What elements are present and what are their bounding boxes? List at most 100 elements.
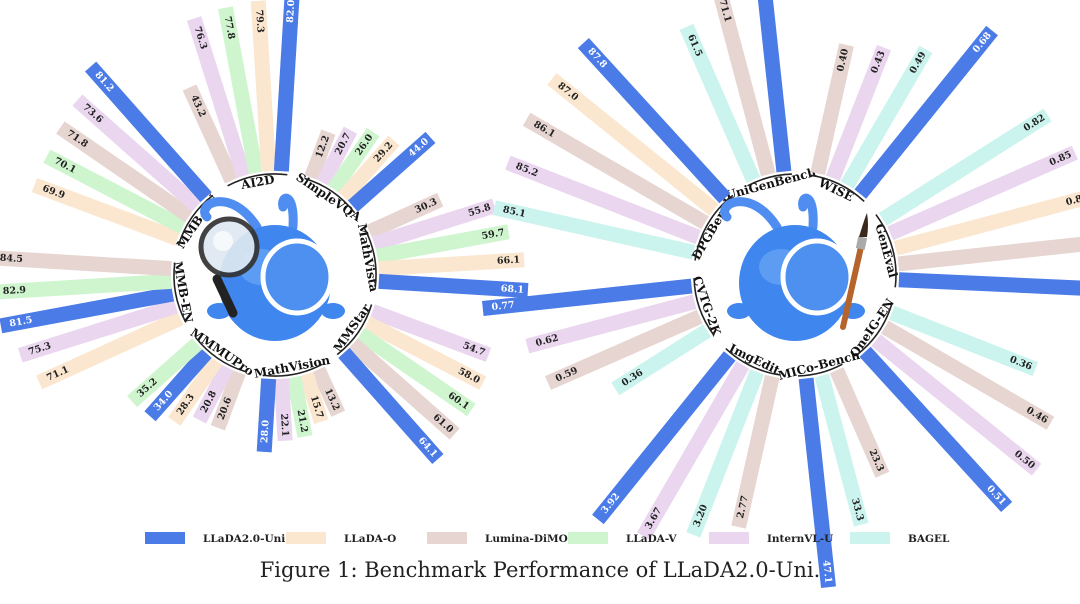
bar-value-label: 82.0 <box>285 0 297 23</box>
bar-rect <box>273 0 300 172</box>
bar-rect <box>256 378 277 453</box>
bar-geneval-llada-o: 0.86 <box>893 188 1080 256</box>
bar-geneval-llada2-0-uni: 0.89 <box>898 272 1080 297</box>
legend-item-bagel: BAGEL <box>850 532 950 545</box>
legend-swatch <box>568 532 608 544</box>
legend-label: BAGEL <box>908 533 950 545</box>
bar-value-label: 2.77 <box>735 495 751 520</box>
group-arc <box>177 194 214 246</box>
group-arc <box>194 336 246 373</box>
bar-value-label: 59.7 <box>481 227 506 242</box>
bar-rect <box>810 43 854 176</box>
bar-rect <box>72 94 203 212</box>
bar-rect <box>545 309 703 390</box>
group-arc <box>262 363 323 377</box>
bar-rect <box>304 129 336 181</box>
legend-swatch <box>286 532 326 544</box>
bar-value-label: 79.3 <box>253 9 265 33</box>
bar-mico-bench-bagel: 33.3 <box>814 373 869 527</box>
bar-mmb-en-lumina-dimoo: 84.5 <box>0 250 172 277</box>
group-arc <box>693 278 715 336</box>
bar-rect <box>871 334 1042 476</box>
bar-mmb-cn-llada-v: 70.1 <box>43 149 187 234</box>
bar-simplevqa-internvl-u: 20.7 <box>316 126 358 187</box>
bar-rect <box>43 149 187 234</box>
bar-mathvista-llada-v: 59.7 <box>375 224 510 264</box>
bar-value-label: 84.5 <box>0 253 23 265</box>
bar-rect <box>31 178 181 246</box>
bar-rect <box>525 294 697 354</box>
group-arc <box>173 262 187 323</box>
legend-label: InternVL-U <box>767 533 833 545</box>
bar-rect <box>829 367 890 478</box>
bar-unigenbench-bagel: 61.5 <box>679 23 761 183</box>
bar-value-label: 66.1 <box>497 255 521 267</box>
bar-rect <box>378 252 525 277</box>
bar-rect <box>182 84 239 184</box>
bar-value-label: 0.40 <box>835 47 851 72</box>
bar-rect <box>0 286 175 334</box>
bar-dpgbench-internvl-u: 85.2 <box>505 155 701 245</box>
bar-oneig-en-bagel: 0.36 <box>889 305 1039 377</box>
bar-value-label: 68.1 <box>500 283 524 295</box>
bar-rect <box>854 25 998 199</box>
bar-rect <box>881 320 1055 430</box>
group-arc <box>856 304 893 356</box>
bar-rect <box>887 145 1078 241</box>
bar-rect <box>210 369 246 431</box>
bar-rect <box>338 347 444 465</box>
group-arc <box>798 363 843 377</box>
bar-mico-bench-llada2-0-uni: 47.1 <box>798 377 836 589</box>
bar-rect <box>505 155 701 245</box>
bar-rect <box>192 363 234 424</box>
bar-mathvista-llada-o: 66.1 <box>378 252 525 277</box>
legend-label: LLaDA2.0-Uni <box>203 533 285 545</box>
bar-rect <box>481 278 693 316</box>
bar-mathvision-llada2-0-uni: 28.0 <box>256 378 277 453</box>
bar-rect <box>366 192 444 239</box>
bar-rect <box>316 126 358 187</box>
bar-mmb-en-llada2-0-uni: 81.5 <box>0 286 175 334</box>
bar-rect <box>878 108 1052 226</box>
bar-value-label: 22.1 <box>278 413 290 437</box>
bar-ai2d-llada-v: 77.8 <box>218 6 264 175</box>
bar-mmb-en-llada-o: 71.1 <box>36 311 184 390</box>
bar-mmb-en-llada-v: 82.9 <box>0 273 172 300</box>
mascot-illustration <box>720 193 868 341</box>
bar-ai2d-lumina-dimoo: 43.2 <box>182 84 239 184</box>
bar-rect <box>36 311 184 390</box>
figure-caption: Figure 1: Benchmark Performance of LLaDA… <box>259 558 821 582</box>
bar-cvtg-2k-internvl-u: 0.62 <box>525 294 697 354</box>
bar-cvtg-2k-llada2-0-uni: 0.77 <box>481 278 693 316</box>
bar-rect <box>371 198 497 251</box>
bar-value-label: 85.1 <box>502 204 527 220</box>
group-arc <box>336 304 373 356</box>
bar-rect <box>84 61 212 203</box>
bar-wise-lumina-dimoo: 0.40 <box>810 43 854 176</box>
bar-ai2d-llada2-0-uni: 82.0 <box>273 0 300 172</box>
bar-simplevqa-lumina-dimoo: 12.2 <box>304 129 336 181</box>
bar-rect <box>731 374 780 529</box>
bar-rect <box>311 366 346 417</box>
bar-mathvision-llada-v: 21.2 <box>286 375 313 438</box>
bar-rect <box>250 0 277 172</box>
legend-item-internvl-u: InternVL-U <box>709 532 833 545</box>
mascot-illustration <box>198 193 345 341</box>
bar-rect <box>218 6 264 175</box>
bar-value-label: 77.8 <box>222 15 237 40</box>
bar-rect <box>712 0 776 177</box>
bar-rect <box>299 371 329 424</box>
bar-mmmupro-lumina-dimoo: 20.6 <box>210 369 246 431</box>
group-arc <box>747 173 792 187</box>
bar-mathvista-lumina-dimoo: 30.3 <box>366 192 444 239</box>
bar-rect <box>592 351 736 525</box>
bar-rect <box>897 234 1080 272</box>
legend-label: LLaDA-V <box>626 533 677 545</box>
